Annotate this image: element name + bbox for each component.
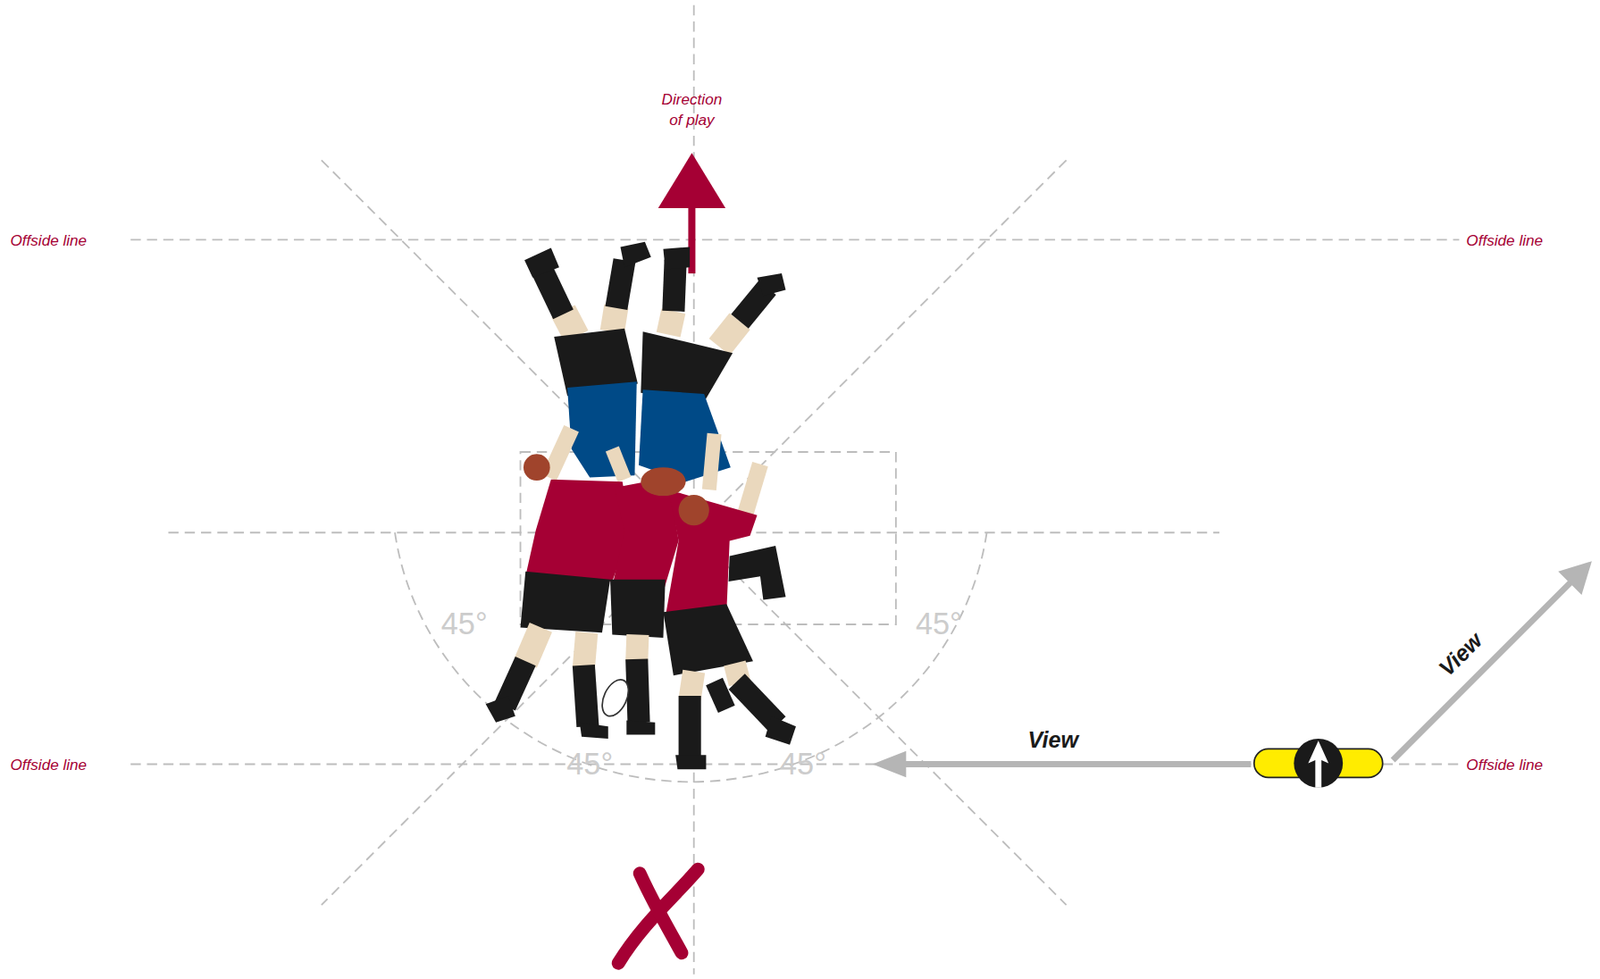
direction-arrow [658,152,726,274]
guide-lines [130,5,1459,975]
view-arrows [872,561,1592,778]
offside-label: Offside line [1465,228,1543,251]
angle-label: 45° [441,603,488,646]
angle-label: 45° [779,743,827,787]
angle-label: 45° [915,603,963,646]
offside-label: Offside line [1465,753,1543,776]
view-label: View [1028,725,1079,757]
angle-label: 45° [566,743,613,787]
players [485,242,796,771]
referee-position-cross [618,869,698,964]
referee-symbol [1254,738,1383,788]
offside-label: Offside line [9,228,87,251]
direction-label: Direction of play [653,87,730,131]
offside-label: Offside line [9,753,87,776]
